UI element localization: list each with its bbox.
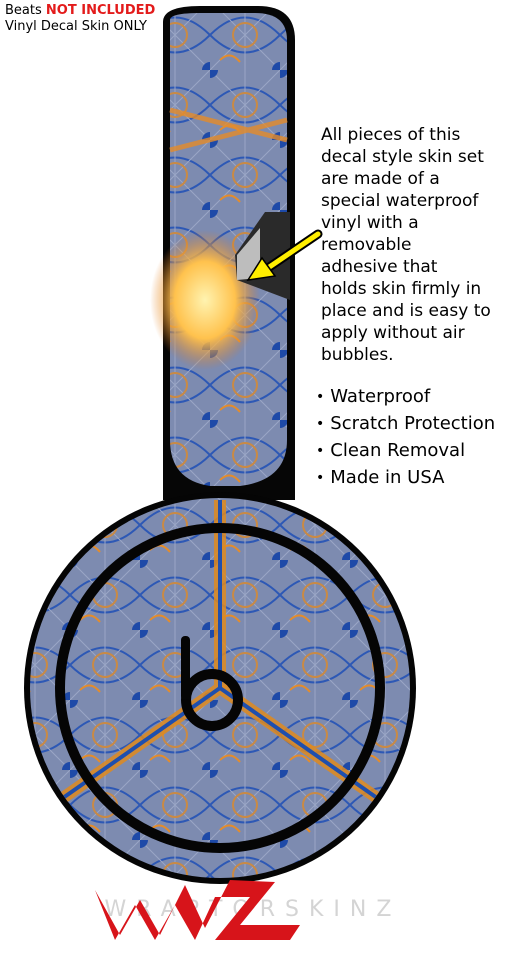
description-line: vinyl with a [321, 213, 419, 233]
description-line: are made of a [321, 169, 440, 189]
note-line-2: Vinyl Decal Skin ONLY [5, 19, 147, 34]
description-line: bubbles. [321, 345, 394, 365]
description-line: removable [321, 235, 412, 255]
product-note: Beats NOT INCLUDED Vinyl Decal Skin ONLY [5, 3, 155, 35]
wraptorskinz-logo: WRAPTORSKINZ [95, 880, 391, 940]
ear-cup [24, 492, 416, 884]
description-line: apply without air [321, 323, 465, 343]
description-line: All pieces of this [321, 125, 461, 145]
description-line: adhesive that [321, 257, 438, 277]
feature-list: Waterproof Scratch Protection Clean Remo… [316, 384, 502, 492]
feature-scratch-protection: Scratch Protection [316, 411, 502, 438]
note-beats: Beats [5, 3, 42, 18]
description-line: holds skin firmly in [321, 279, 482, 299]
beats-b-logo-icon [181, 636, 243, 731]
feature-waterproof: Waterproof [316, 384, 502, 411]
description: All pieces of this decal style skin set … [321, 124, 501, 366]
note-not-included: NOT INCLUDED [45, 3, 156, 18]
description-line: special waterproof [321, 191, 479, 211]
note-line-1: Beats NOT INCLUDED [5, 3, 155, 19]
description-line: decal style skin set [321, 147, 484, 167]
yellow-arrow-icon [246, 229, 323, 281]
feature-made-in-usa: Made in USA [316, 465, 502, 492]
feature-clean-removal: Clean Removal [316, 438, 502, 465]
description-line: place and is easy to [321, 301, 491, 321]
headband [150, 6, 295, 500]
